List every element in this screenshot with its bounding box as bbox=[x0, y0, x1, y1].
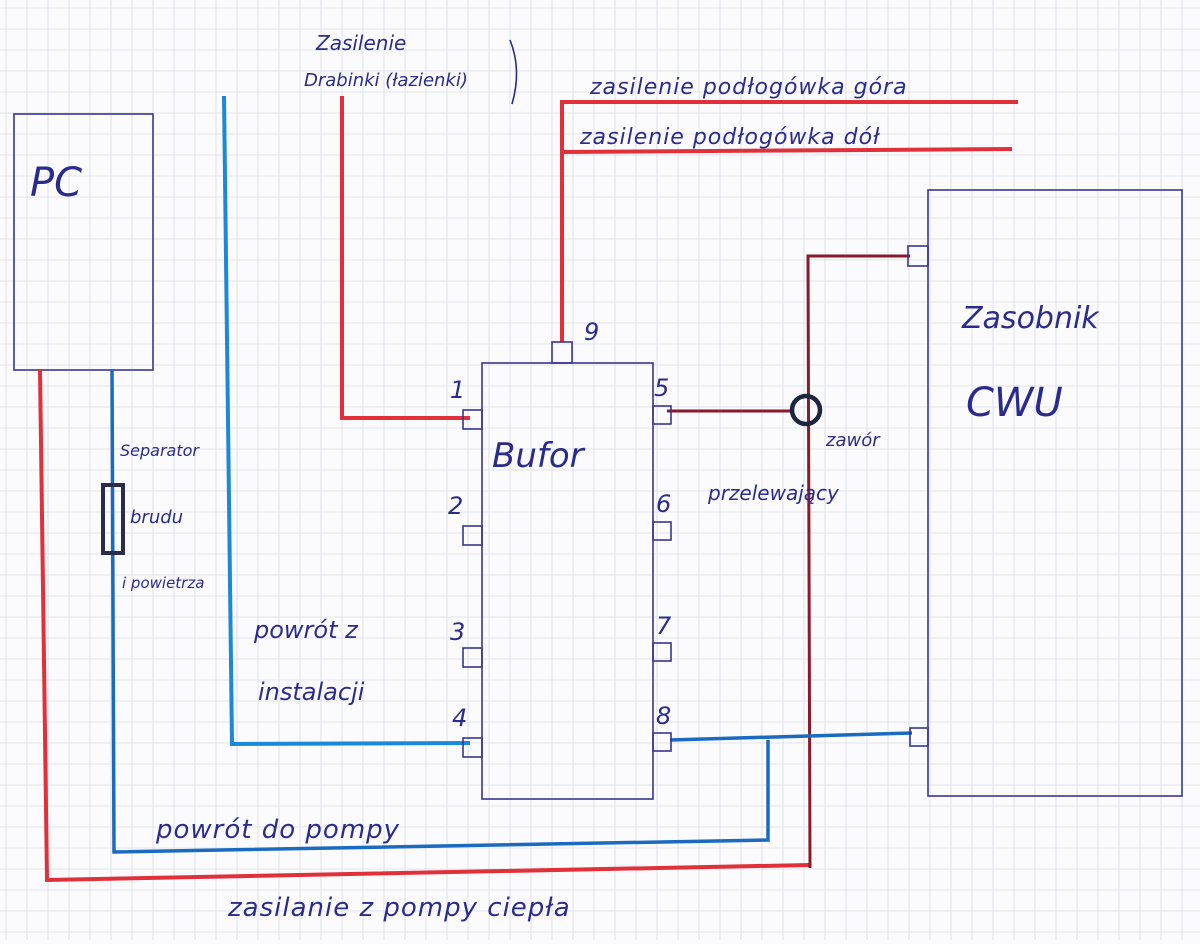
label-zasilanie-z-pompy: zasilanie z pompy ciepła bbox=[227, 893, 571, 923]
label-powrot-do-pompy: powrót do pompy bbox=[155, 815, 400, 845]
port-2-number: 2 bbox=[448, 492, 463, 520]
zasobnik-label: Zasobnik bbox=[961, 301, 1100, 336]
label-separator-3: i powietrza bbox=[122, 574, 204, 592]
label-separator-1: Separator bbox=[120, 441, 200, 460]
label-podlogowka-dol: zasilenie podłogówka dół bbox=[579, 125, 880, 150]
valve-circle-icon bbox=[789, 393, 823, 427]
port-2 bbox=[462, 525, 483, 546]
pipe-powrot-do-pompy bbox=[110, 369, 770, 854]
port-5 bbox=[652, 405, 672, 425]
pc-box bbox=[13, 113, 154, 371]
label-separator-2: brudu bbox=[130, 507, 183, 528]
label-instalacji: instalacji bbox=[258, 678, 365, 706]
pipe-drabinki-supply bbox=[340, 96, 470, 420]
port-7-number: 7 bbox=[656, 612, 672, 640]
pipe-powrot-z-instalacji bbox=[222, 95, 471, 747]
port-5-number: 5 bbox=[654, 374, 669, 402]
label-drabinki: Drabinki (łazienki) bbox=[304, 70, 468, 91]
port-3 bbox=[462, 647, 483, 668]
bufor-label: Bufor bbox=[492, 436, 586, 476]
port-3-number: 3 bbox=[450, 618, 465, 646]
label-zasilenie: Zasilenie bbox=[315, 31, 406, 55]
port-1-number: 1 bbox=[450, 376, 465, 404]
pc-label: PC bbox=[30, 160, 82, 206]
port-6-number: 6 bbox=[656, 490, 671, 518]
pipe-cwu-supply bbox=[806, 254, 910, 869]
port-zasobnik-top bbox=[907, 245, 929, 267]
label-zawor: zawór bbox=[825, 430, 881, 451]
bracket-drabinki bbox=[509, 39, 518, 105]
label-podlogowka-gora: zasilenie podłogówka góra bbox=[589, 75, 908, 100]
port-1 bbox=[462, 409, 483, 430]
port-9-number: 9 bbox=[584, 318, 599, 346]
pipe-podlogowka-dol bbox=[561, 147, 1013, 154]
label-przelewajacy: przelewający bbox=[707, 481, 840, 505]
port-6 bbox=[652, 521, 672, 541]
port-8-number: 8 bbox=[656, 702, 671, 730]
cwu-label: CWU bbox=[966, 380, 1063, 426]
pipe-port8-zasobnik bbox=[669, 731, 913, 742]
port-9 bbox=[551, 341, 573, 364]
port-8 bbox=[652, 732, 672, 752]
port-4-number: 4 bbox=[452, 704, 467, 732]
pipe-zasilanie-z-pompy bbox=[38, 369, 811, 883]
pipe-podlogowka-gora bbox=[560, 100, 1018, 342]
separator-cylinder-icon bbox=[101, 483, 125, 555]
label-powrot-z: powrót z bbox=[253, 616, 359, 644]
zasobnik-box bbox=[927, 189, 1183, 797]
port-7 bbox=[652, 642, 672, 662]
port-zasobnik-bottom bbox=[909, 727, 929, 747]
port-4 bbox=[462, 737, 483, 758]
